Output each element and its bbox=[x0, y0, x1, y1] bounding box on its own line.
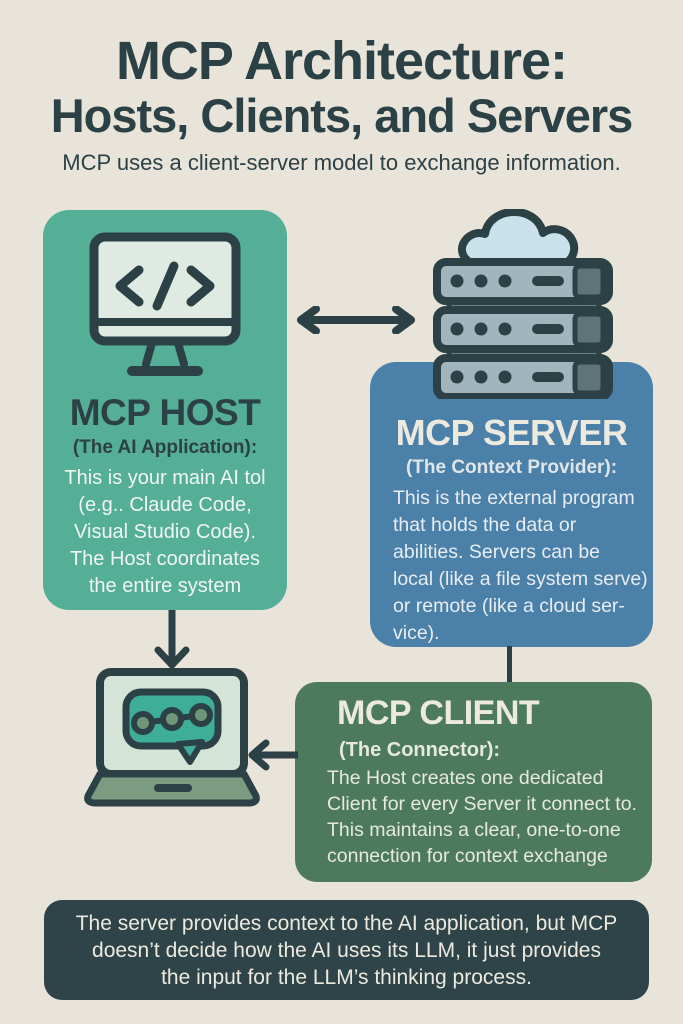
mcp-host-box: MCP HOST (The AI Application): This is y… bbox=[43, 210, 287, 610]
host-server-arrow bbox=[294, 306, 418, 334]
host-description: This is your main AI tol(e.g.. Claude Co… bbox=[64, 467, 266, 597]
page-title-line2: Hosts, Clients, and Servers bbox=[50, 89, 634, 142]
host-client-arrow bbox=[154, 610, 190, 670]
page-subtitle: MCP uses a client-server model to exchan… bbox=[62, 150, 621, 175]
page-title-line1: MCP Architecture: bbox=[115, 31, 568, 91]
host-title: MCP HOST bbox=[69, 392, 261, 433]
client-title: MCP CLIENT bbox=[337, 694, 540, 732]
cloud-server-stack-icon bbox=[429, 209, 617, 399]
host-subtitle: (The AI Application): bbox=[72, 437, 258, 458]
code-monitor-icon bbox=[85, 230, 245, 382]
chat-laptop-icon bbox=[80, 666, 260, 808]
server-title: MCP SERVER bbox=[395, 412, 628, 453]
footer-note: The server provides context to the AI ap… bbox=[44, 900, 649, 1000]
client-subtitle: (The Connector): bbox=[339, 739, 501, 761]
mcp-client-box: MCP CLIENT (The Connector): The Host cre… bbox=[295, 682, 652, 882]
mcp-server-box: MCP SERVER (The Context Provider): This … bbox=[370, 362, 653, 647]
server-client-connector bbox=[507, 646, 512, 684]
client-laptop-arrow bbox=[244, 739, 300, 771]
server-subtitle: (The Context Provider): bbox=[405, 457, 618, 478]
